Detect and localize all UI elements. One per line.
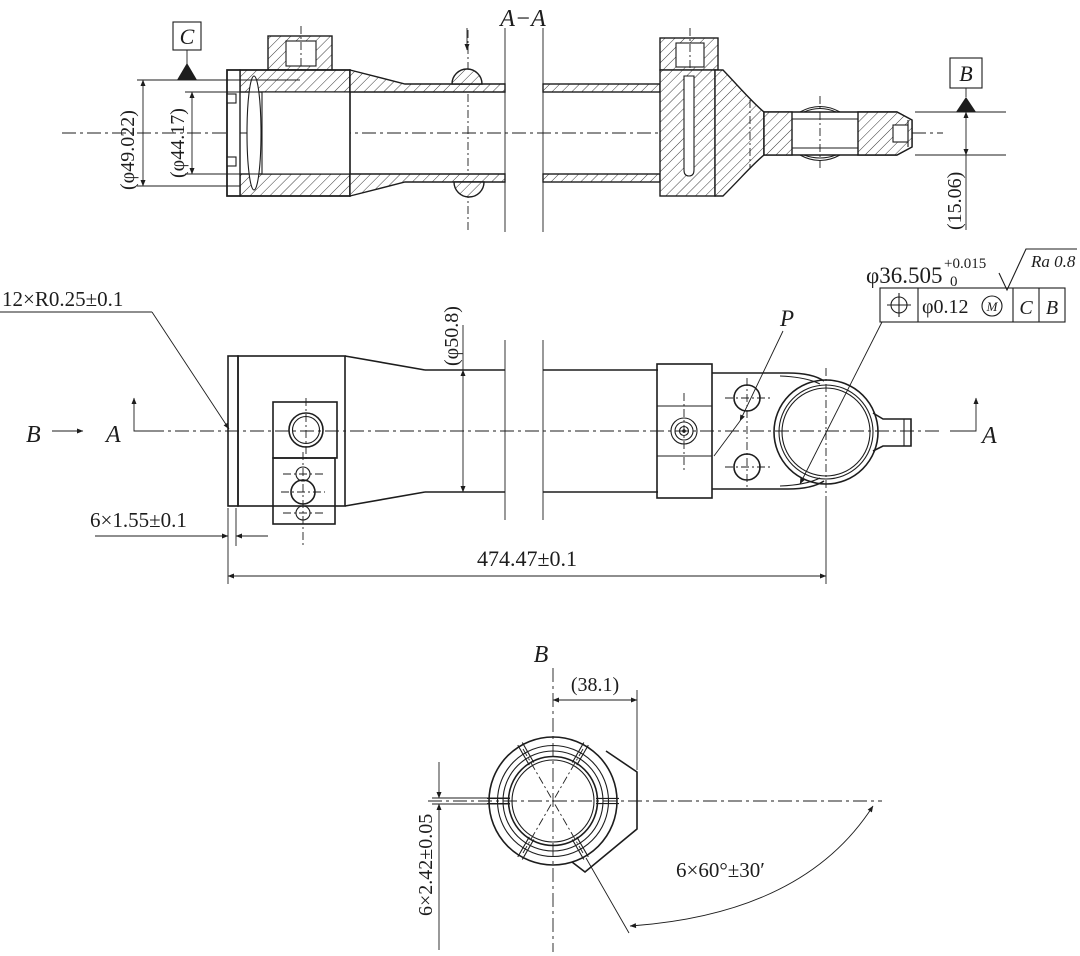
ring-circle-1 [496, 744, 610, 858]
ring-circle-2 [502, 750, 604, 852]
rod-section [749, 96, 913, 170]
detent-dome-bottom [453, 181, 485, 198]
mmc-modifier-text: M [986, 299, 999, 314]
cap-seal-ring [246, 75, 262, 191]
cap-end-plate [226, 69, 241, 197]
centerline-diag-120 [522, 748, 584, 854]
bearing-arc-top-outer [799, 105, 841, 113]
overall-length-text: 474.47±0.1 [477, 546, 577, 571]
section-a-left-arrow [131, 397, 152, 432]
rod-end-socket [892, 124, 909, 143]
slot-width-dim: 6×2.42±0.05 [415, 762, 510, 950]
tube-wall-bottom-right [542, 173, 661, 183]
leader-tail [713, 420, 741, 457]
rod-hatch-right [857, 111, 913, 156]
dim-top-outer: (φ49.022) [117, 79, 300, 190]
feature-control-frame: φ0.12 M C B [879, 287, 1066, 323]
oil-passage [683, 75, 695, 177]
width-dim: (38.1) [552, 674, 638, 770]
dim-bore-text: (φ44.17) [167, 108, 189, 178]
position-tolerance-icon [887, 293, 911, 317]
dim-od-text: (φ49.022) [117, 110, 139, 190]
eye-lug-profile [571, 750, 638, 874]
tol-upper-text: +0.015 [944, 256, 986, 272]
collar-od-circle [488, 736, 618, 866]
upper-port-boss [272, 401, 338, 459]
cap-outline [226, 69, 351, 197]
cap-plug [261, 91, 351, 175]
datum-c-flag: C [172, 21, 202, 80]
datum-b-flag: B (15.06) [915, 57, 1006, 230]
detent-dome-top [451, 68, 483, 85]
taper-top [344, 355, 426, 371]
datum-b-label: B [959, 61, 972, 86]
bore-circle-outer [507, 755, 599, 847]
view-markers: B A A [26, 397, 997, 449]
view-b-title: B [534, 642, 549, 668]
section-a-right-label: A [980, 423, 997, 449]
tube-section [349, 28, 661, 232]
fcf-datum2-text: B [1046, 297, 1058, 319]
mmc-modifier-icon [981, 295, 1003, 317]
slot-width-text: 6×2.42±0.05 [415, 814, 437, 916]
cap-notch-bottom [226, 156, 237, 167]
tube-dia-text: (φ50.8) [441, 306, 463, 366]
rod-eye [712, 368, 912, 500]
section-a-right-arrow [950, 397, 979, 432]
bore-circle-inner [511, 759, 595, 843]
rod-hatch-left [763, 111, 793, 156]
clamp-band [656, 363, 713, 499]
section-aa-label: A−A [498, 6, 546, 32]
leader-line [151, 311, 230, 430]
cap-section [226, 26, 351, 197]
bearing-arc-bottom-inner [803, 154, 837, 159]
overall-length-dim: 474.47±0.1 [227, 500, 827, 584]
port-p-callout: P [713, 306, 794, 457]
datum-c-triangle [177, 63, 197, 80]
leader-line [739, 330, 784, 422]
tang-outline [872, 412, 912, 452]
leader-line [799, 321, 883, 485]
section-a-left-label: A [104, 422, 121, 448]
fcf-frame [879, 287, 1066, 323]
angle-dim: 6×60°±30′ [585, 805, 874, 934]
roughness-symbol-icon [998, 248, 1077, 292]
fcf-tolerance-text: φ0.12 [922, 296, 969, 318]
eye-fillet-bottom [787, 480, 825, 490]
head-section [659, 28, 765, 197]
main-view: B A A 12×R0.25±0.1 (φ50.8) 6×1.55±0.1 [0, 248, 1077, 584]
cap-notch-top [226, 93, 237, 104]
width-dim-text: (38.1) [571, 674, 619, 696]
port-p-label: P [779, 306, 794, 331]
angle-arc [629, 805, 874, 929]
lower-port-boss [272, 457, 336, 525]
taper-bottom [344, 491, 426, 507]
angle-dim-text: 6×60°±30′ [676, 858, 765, 882]
top-view-section-aa: A−A [62, 6, 1006, 232]
dim-offset-text: (15.06) [944, 172, 966, 230]
tol-lower-text: 0 [950, 274, 958, 290]
groove-width-text: 6×1.55±0.1 [90, 508, 187, 532]
roughness-text: Ra 0.8 [1030, 252, 1076, 271]
bottom-view-b: B (38.1) [415, 642, 882, 952]
view-b-label: B [26, 422, 41, 448]
tube-wall-top-right [542, 83, 661, 93]
datum-c-label: C [180, 24, 195, 49]
eye-fillet-top-2 [779, 375, 821, 385]
fcf-datum1-text: C [1019, 297, 1033, 319]
groove-radius-text: 12×R0.25±0.1 [2, 287, 123, 311]
datum-b-triangle [956, 97, 976, 112]
dim-top-bore: (φ44.17) [167, 91, 262, 178]
cap-block [237, 355, 346, 507]
tube-dia-dim: (φ50.8) [441, 306, 466, 493]
groove-width-dim: 6×1.55±0.1 [90, 508, 268, 546]
angle-ext-line [585, 857, 630, 934]
bore-dim-text: φ36.505 [866, 263, 943, 288]
bore-dim-callout: φ36.505 +0.015 0 Ra 0.8 [799, 248, 1077, 485]
groove-radius-callout: 12×R0.25±0.1 [0, 287, 230, 430]
head-flange [714, 69, 765, 197]
